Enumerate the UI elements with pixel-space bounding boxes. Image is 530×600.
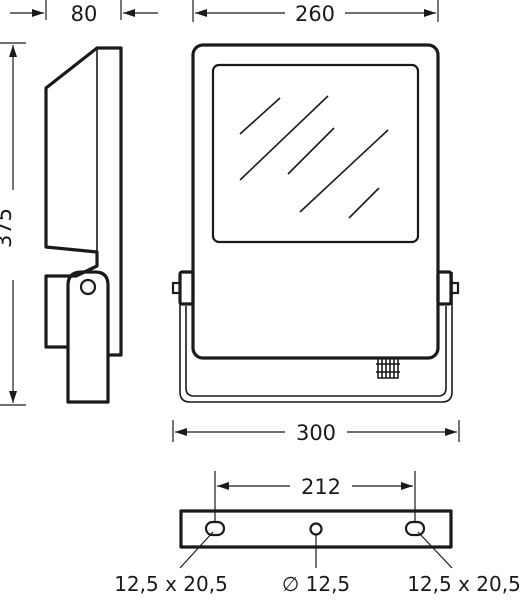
front-view (171, 43, 460, 403)
side-housing-outline (44, 46, 123, 404)
front-bracket (179, 272, 453, 403)
center-hole-label: ∅ 12,5 (282, 572, 350, 596)
hole-spacing-label: 212 (301, 475, 341, 499)
bracket-width-dimension: 300 (172, 420, 460, 445)
left-pivot-knob (171, 281, 182, 295)
center-hole (309, 522, 323, 536)
side-view (44, 46, 123, 404)
left-slot-label: 12,5 x 20,5 (114, 572, 228, 596)
front-housing (191, 43, 440, 360)
right-pivot-knob (449, 281, 460, 295)
right-pivot-block (436, 270, 453, 306)
cable-gland (376, 358, 400, 379)
depth-dimension: 80 (10, 0, 158, 26)
height-dimension-label: 375 (0, 208, 16, 248)
width-dimension-label: 260 (295, 2, 335, 26)
glass-reflection-4 (299, 129, 389, 213)
hole-spacing-dimension: 212 (214, 471, 416, 522)
side-pivot-bolt (79, 278, 97, 296)
right-slot-label: 12,5 x 20,5 (407, 572, 521, 596)
glass-reflection-5 (348, 187, 380, 219)
glass-reflection-1 (239, 97, 281, 135)
left-pivot-block (178, 270, 195, 306)
left-slot (204, 520, 226, 537)
right-slot (404, 520, 426, 537)
glass-reflection-2 (239, 95, 329, 181)
hole-leaders (179, 531, 453, 569)
height-dimension: 375 (0, 42, 26, 406)
front-bracket-inner (185, 306, 447, 397)
side-bracket-arm (66, 270, 110, 355)
front-glass (211, 63, 420, 244)
depth-dimension-label: 80 (71, 2, 98, 26)
glass-reflection-3 (287, 127, 335, 175)
bracket-width-label: 300 (296, 421, 336, 445)
width-dimension: 260 (192, 0, 439, 26)
